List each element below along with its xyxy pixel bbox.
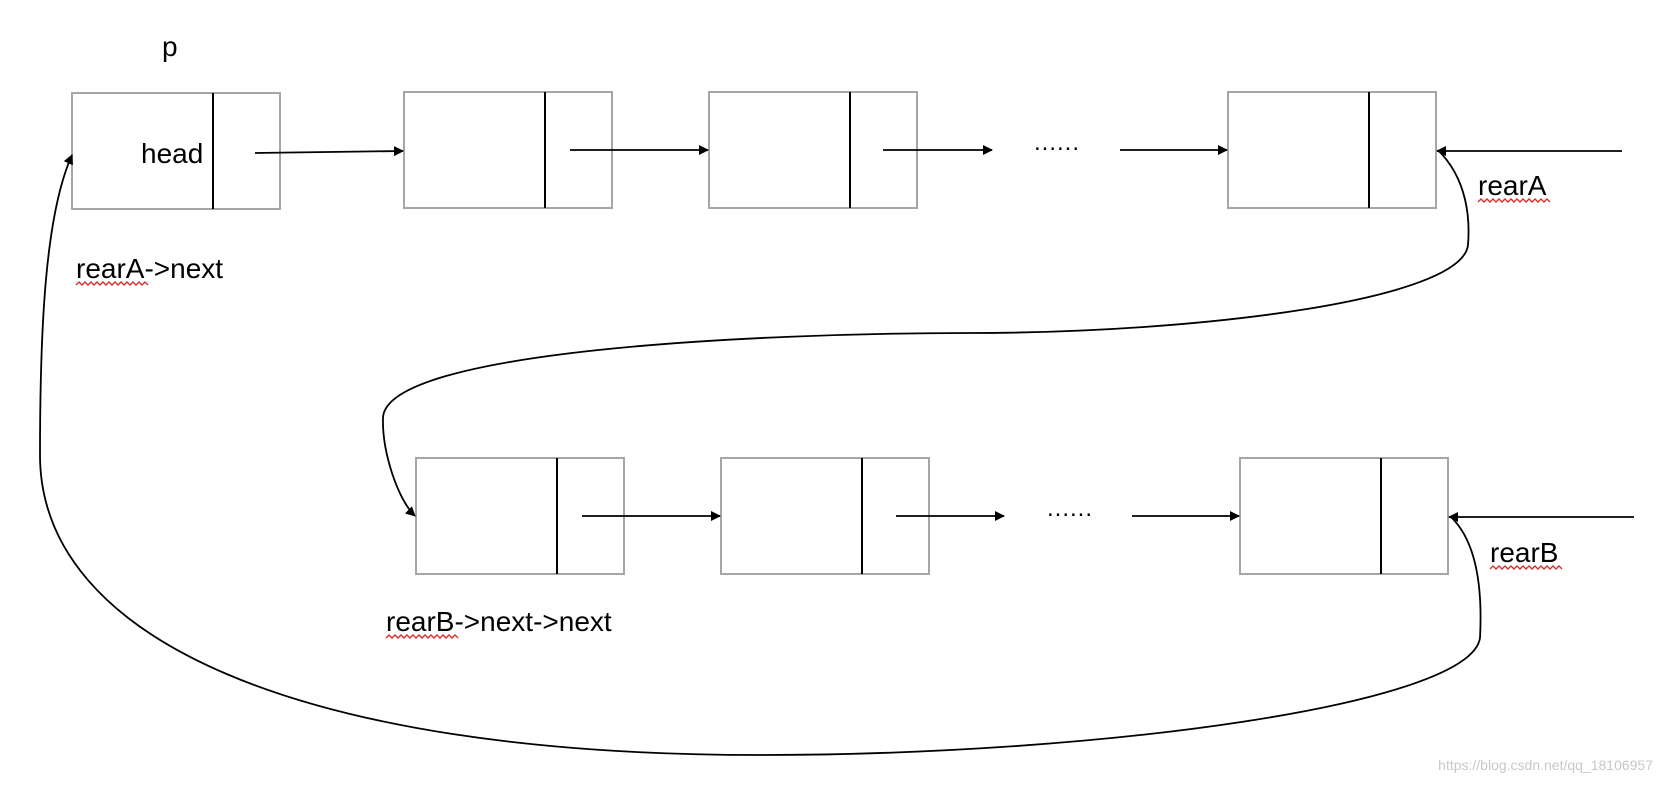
arrow-head-to-a1 [254,146,404,157]
spellcheck-underline-rearB [1489,565,1563,570]
watermark: https://blog.csdn.net/qq_18106957 [1438,757,1653,773]
label-rearA-next: rearA->next [76,253,223,284]
node-head [71,92,281,210]
node-a2 [708,91,918,209]
label-rearB-next-next: rearB->next->next [386,606,612,637]
ellipsis-top: ...... [1034,129,1080,156]
label-pointer-p: p [162,31,178,62]
node-b2 [720,457,930,575]
curve-a-rear-to-b1 [382,149,1470,517]
ellipsis-bottom: ...... [1047,495,1093,522]
spellcheck-underline-rearB-next-next [385,634,459,639]
spellcheck-underline-rearA-next [75,281,149,286]
label-rearA: rearA [1478,170,1547,201]
spellcheck-underline-rearA [1477,198,1551,203]
curve-b-rear-to-head [39,154,1482,756]
label-rearB: rearB [1490,537,1558,568]
node-a-rear [1227,91,1437,209]
label-head: head [141,138,203,169]
node-b-rear [1239,457,1449,575]
